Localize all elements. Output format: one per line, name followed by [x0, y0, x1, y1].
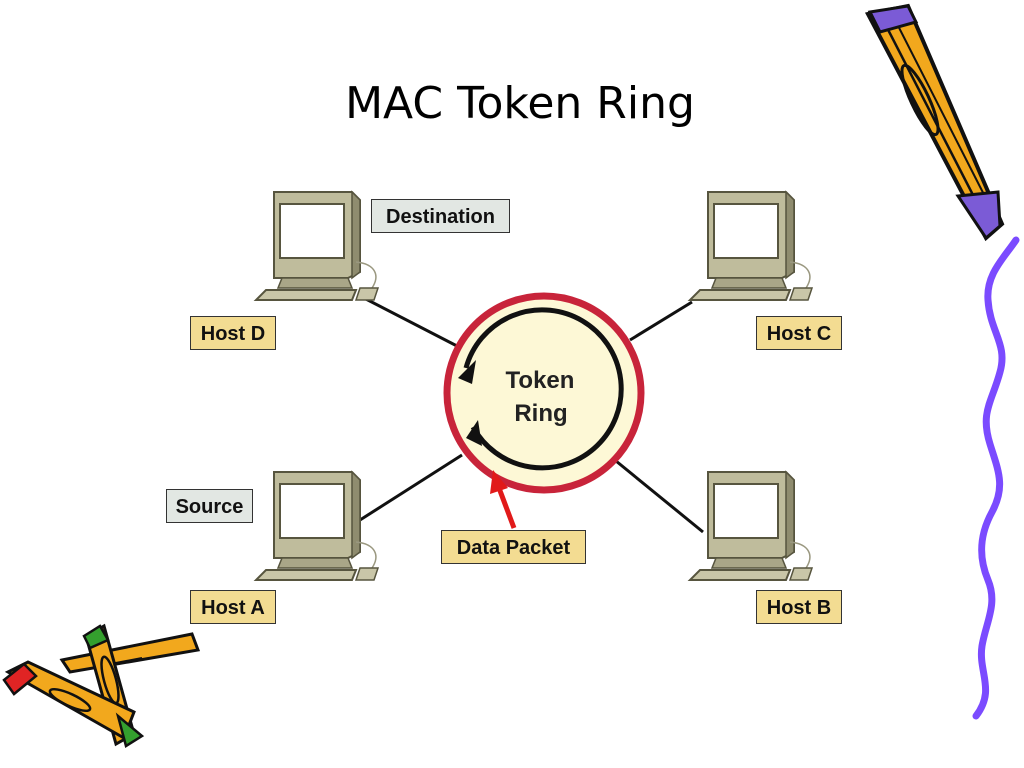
link-host-a [359, 453, 463, 522]
pencil-clipart-top-right [864, 3, 1005, 242]
pencils-clipart-bottom-left [2, 623, 201, 748]
host-c-label: Host C [756, 316, 842, 350]
link-host-b [615, 459, 704, 534]
computer-host-c [689, 191, 813, 301]
slide-title: MAC Token Ring [345, 78, 695, 129]
token-ring-circle [443, 292, 645, 494]
packet-arrow [496, 487, 517, 529]
packet-arrowhead [490, 470, 508, 494]
ring-label-line1: Token [506, 367, 575, 394]
ring-direction-arrow [463, 307, 624, 471]
ring-arrowhead-top [458, 360, 476, 384]
host-b-label: Host B [756, 590, 842, 624]
computer-host-d [255, 191, 379, 301]
computer-host-a [255, 471, 379, 581]
ring-label-line2: Ring [514, 400, 567, 427]
squiggle-decoration [972, 236, 1020, 720]
computer-host-b [689, 471, 813, 581]
data-packet-label: Data Packet [441, 530, 586, 564]
source-label: Source [166, 489, 253, 523]
host-a-label: Host A [190, 590, 276, 624]
destination-label: Destination [371, 199, 510, 233]
link-host-c [629, 300, 693, 342]
host-d-label: Host D [190, 316, 276, 350]
ring-arrowhead-bottom [466, 420, 482, 446]
link-host-d [359, 294, 458, 348]
